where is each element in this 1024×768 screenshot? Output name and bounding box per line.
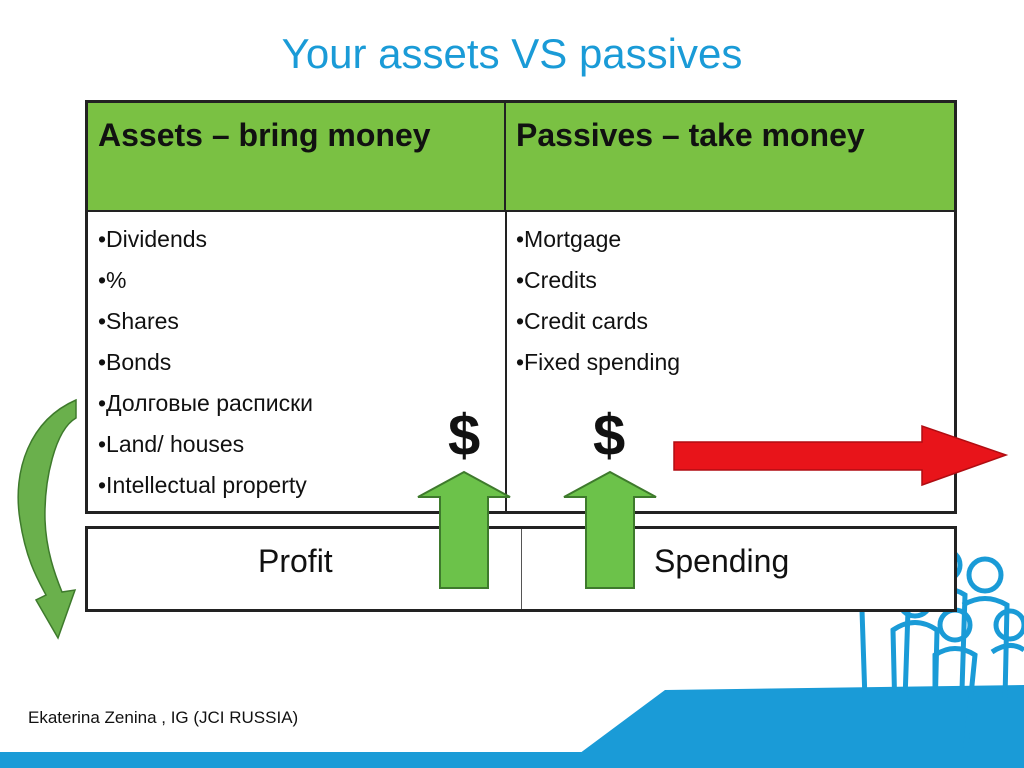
blue-swoosh-shape — [560, 685, 1024, 768]
curved-arrow-icon — [17, 398, 77, 640]
list-item: •Bonds — [98, 349, 172, 375]
assets-header: Assets – bring money — [88, 103, 506, 210]
profit-spending-table: Profit Spending — [85, 526, 957, 612]
assets-passives-table: Assets – bring money Passives – take mon… — [85, 100, 957, 514]
profit-label: Profit — [258, 543, 333, 579]
passives-list: •Mortgage •Credits •Credit cards •Fixed … — [516, 219, 680, 383]
list-item: •Fixed spending — [516, 349, 681, 375]
bottom-column-divider — [521, 529, 522, 609]
assets-list: •Dividends •% •Shares •Bonds •Долговые р… — [98, 219, 313, 506]
header-divider — [88, 210, 954, 212]
list-item: •Dividends — [98, 226, 208, 252]
list-item: •Credits — [516, 267, 597, 293]
list-item: •% — [98, 267, 127, 293]
right-arrow-icon — [673, 424, 1009, 487]
up-arrow-icon — [563, 470, 657, 589]
passives-header: Passives – take money — [506, 103, 954, 210]
list-item: •Долговые расписки — [98, 390, 313, 416]
dollar-sign-right: $ — [593, 403, 626, 468]
list-item: •Mortgage — [516, 226, 622, 252]
list-item: •Land/ houses — [98, 431, 245, 457]
footer-credit: Ekaterina Zenina , IG (JCI RUSSIA) — [28, 708, 299, 727]
list-item: •Intellectual property — [98, 472, 307, 498]
up-arrow-icon — [417, 470, 511, 589]
blue-bottom-bar — [0, 752, 1024, 768]
dollar-sign-left: $ — [448, 403, 481, 468]
list-item: •Shares — [98, 308, 179, 334]
list-item: •Credit cards — [516, 308, 649, 334]
slide-title: Your assets VS passives — [281, 30, 743, 77]
spending-label: Spending — [654, 543, 790, 579]
column-divider — [505, 210, 507, 511]
